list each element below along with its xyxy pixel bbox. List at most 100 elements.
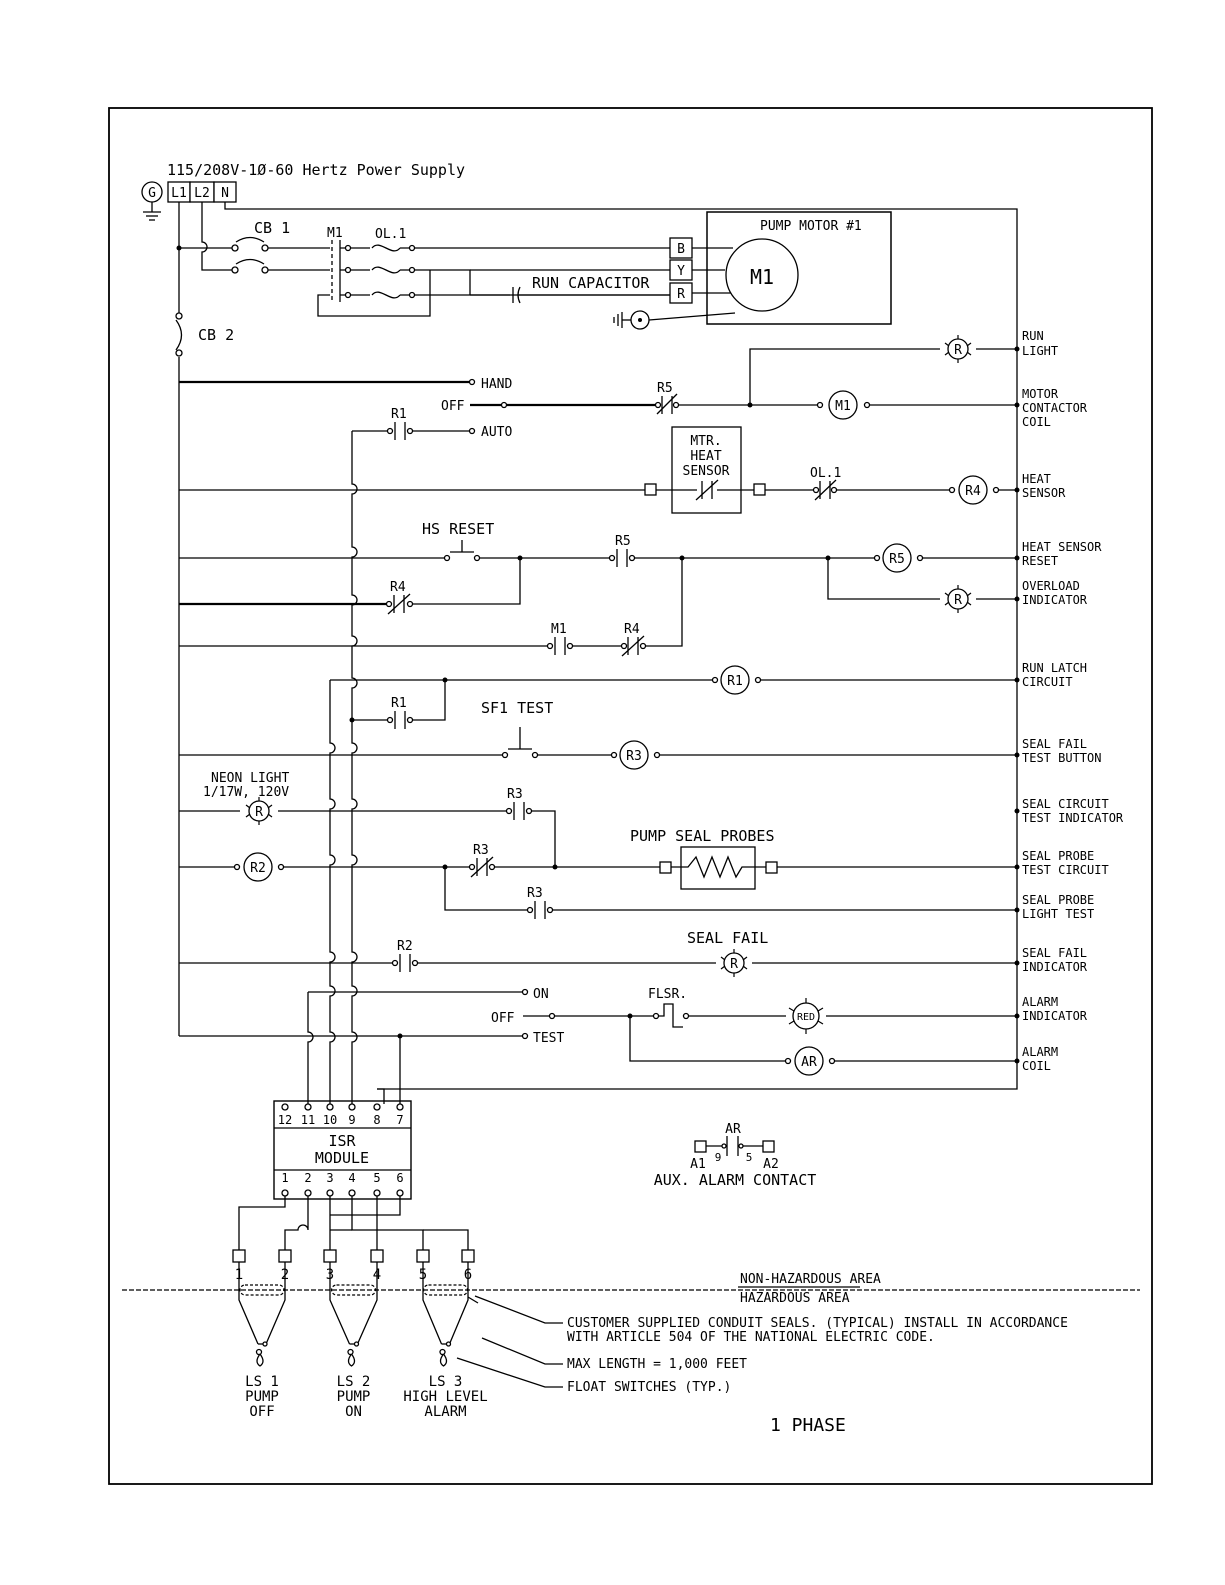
m1-contactor: M1 xyxy=(327,226,352,302)
svg-text:A1: A1 xyxy=(690,1157,706,1172)
right-rail-terminals xyxy=(1014,346,1020,1064)
r4-contact-nc-2: R4 xyxy=(621,622,645,657)
svg-text:R3: R3 xyxy=(626,749,642,764)
neon-light: R xyxy=(245,796,273,826)
frame xyxy=(108,107,1153,1485)
svg-text:RUN CAPACITOR: RUN CAPACITOR xyxy=(532,274,650,292)
r2-coil: R2 xyxy=(243,852,273,882)
svg-text:CONTACTOR: CONTACTOR xyxy=(1022,401,1088,415)
ar-coil: AR xyxy=(794,1046,824,1076)
flsr-contact: FLSR. xyxy=(648,987,687,1028)
r3-contact-light: R3 xyxy=(527,886,546,919)
overload-indicator-lamp: R xyxy=(944,584,972,614)
svg-text:SEAL FAIL: SEAL FAIL xyxy=(1022,737,1087,751)
svg-text:CB 1: CB 1 xyxy=(254,219,290,237)
svg-text:MTR.: MTR. xyxy=(690,434,721,449)
isr-top-pin xyxy=(348,1103,356,1111)
svg-text:OFF: OFF xyxy=(491,1011,515,1026)
svg-text:CIRCUIT: CIRCUIT xyxy=(1022,675,1073,689)
svg-text:SENSOR: SENSOR xyxy=(683,464,730,479)
ground-terminal: G xyxy=(141,181,163,221)
r3-contact-nc: R3 xyxy=(470,843,494,878)
svg-text:LS 1: LS 1 xyxy=(245,1374,279,1390)
svg-text:LIGHT: LIGHT xyxy=(1022,344,1058,358)
aux-alarm-contact: AR 9 5 A1 A2 AUX. ALARM CONTACT xyxy=(654,1122,817,1189)
isr-top-pin xyxy=(304,1103,312,1111)
svg-text:R: R xyxy=(677,287,685,302)
svg-text:ALARM: ALARM xyxy=(1022,1045,1058,1059)
svg-text:R: R xyxy=(730,957,738,972)
svg-text:OFF: OFF xyxy=(441,399,465,414)
svg-text:RESET: RESET xyxy=(1022,554,1058,568)
svg-text:11: 11 xyxy=(301,1113,315,1127)
svg-text:OFF: OFF xyxy=(249,1404,274,1420)
svg-text:LS 2: LS 2 xyxy=(337,1374,371,1390)
svg-text:COIL: COIL xyxy=(1022,1059,1051,1073)
svg-text:R3: R3 xyxy=(473,843,489,858)
r1-contact-latch: R1 xyxy=(391,696,407,729)
m1-aux-contact: M1 xyxy=(551,622,567,655)
r4-coil: R4 xyxy=(958,475,988,505)
ol1-overload: OL.1 xyxy=(371,227,416,299)
svg-text:12: 12 xyxy=(278,1113,292,1127)
isr-top-pin xyxy=(373,1103,381,1111)
svg-text:1/17W, 120V: 1/17W, 120V xyxy=(203,785,289,800)
r5-coil: R5 xyxy=(882,543,912,573)
svg-text:AUTO: AUTO xyxy=(481,425,512,440)
pump-motor-box xyxy=(706,211,892,325)
svg-text:4: 4 xyxy=(348,1171,355,1185)
svg-text:9: 9 xyxy=(715,1151,722,1164)
supply-label: 115/208V-1Ø-60 Hertz Power Supply xyxy=(167,161,465,179)
svg-text:CB 2: CB 2 xyxy=(198,326,234,344)
svg-text:ON: ON xyxy=(345,1404,362,1420)
svg-text:HAND: HAND xyxy=(481,377,512,392)
isr-bottom-pin xyxy=(281,1189,289,1197)
svg-text:PUMP: PUMP xyxy=(245,1389,279,1405)
seal-fail-lamp: R xyxy=(720,948,748,978)
svg-text:PUMP SEAL PROBES: PUMP SEAL PROBES xyxy=(630,827,775,845)
svg-text:M1: M1 xyxy=(551,622,567,637)
svg-text:M1: M1 xyxy=(835,399,851,414)
svg-text:HS RESET: HS RESET xyxy=(422,520,494,538)
svg-text:R1: R1 xyxy=(391,696,407,711)
svg-text:SENSOR: SENSOR xyxy=(1022,486,1066,500)
isr-pin9-wire xyxy=(351,431,358,1104)
svg-text:5: 5 xyxy=(746,1151,753,1164)
svg-text:LS 3: LS 3 xyxy=(429,1374,463,1390)
svg-text:AR: AR xyxy=(801,1055,817,1070)
svg-text:1: 1 xyxy=(281,1171,288,1185)
ol1-contact: OL.1 xyxy=(810,466,841,501)
svg-text:R5: R5 xyxy=(889,552,905,567)
svg-text:ISR: ISR xyxy=(328,1132,356,1150)
svg-text:R4: R4 xyxy=(965,484,981,499)
svg-text:R5: R5 xyxy=(657,381,673,396)
svg-text:R4: R4 xyxy=(390,580,406,595)
svg-text:L2: L2 xyxy=(194,186,210,201)
isr-bottom-pin xyxy=(373,1189,381,1197)
svg-text:6: 6 xyxy=(396,1171,403,1185)
svg-text:RUN: RUN xyxy=(1022,329,1044,343)
svg-text:R2: R2 xyxy=(250,861,266,876)
heat-sensor-box xyxy=(671,426,742,514)
svg-text:Y: Y xyxy=(677,264,685,279)
cb1-breaker: CB 1 xyxy=(231,219,290,274)
svg-text:ON: ON xyxy=(533,987,549,1002)
motor-ground xyxy=(613,310,736,330)
svg-text:R4: R4 xyxy=(624,622,640,637)
supply-terminals: L1 L2 N xyxy=(167,181,237,203)
svg-text:B: B xyxy=(677,242,685,257)
svg-text:ALARM: ALARM xyxy=(424,1404,466,1420)
svg-text:9: 9 xyxy=(348,1113,355,1127)
run-light: R xyxy=(944,334,972,364)
r3-coil: R3 xyxy=(619,740,649,770)
